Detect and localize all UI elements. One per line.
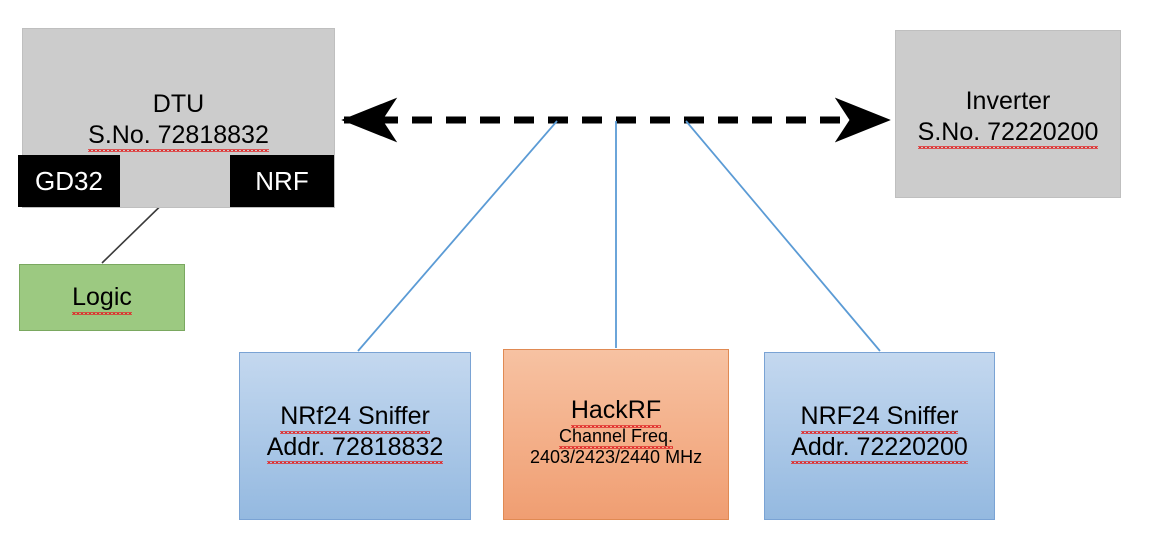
node-hackrf[interactable]: HackRF Channel Freq. 2403/2423/2440 MHz	[503, 349, 729, 520]
hackrf-channel-text: Channel Freq.	[558, 425, 674, 450]
sniffer-right-title-text: NRF24 Sniffer	[800, 402, 959, 433]
logic-label: Logic	[72, 283, 132, 315]
gd32-label: GD32	[35, 165, 103, 196]
node-sniffer-right[interactable]: NRF24 Sniffer Addr. 72220200	[764, 352, 995, 520]
node-nrf[interactable]: NRF	[230, 155, 334, 207]
inverter-serial: S.No. 72220200	[917, 117, 1099, 149]
node-inverter[interactable]: Inverter S.No. 72220200	[895, 30, 1121, 198]
dtu-title: DTU	[152, 90, 205, 118]
node-sniffer-left[interactable]: NRf24 Sniffer Addr. 72818832	[239, 352, 471, 520]
sniffer-right-title: NRF24 Sniffer	[800, 401, 959, 433]
sniffer-left-title: NRf24 Sniffer	[280, 401, 430, 433]
sniffer-right-address: Addr. 72220200	[791, 432, 968, 464]
hackrf-channel: Channel Freq.	[558, 425, 674, 450]
sniffer-right-address-text: Addr. 72220200	[791, 432, 968, 464]
hackrf-title-text: HackRF	[570, 396, 662, 427]
sniffer-left-title-text: NRf24 Sniffer	[280, 402, 430, 433]
inverter-title: Inverter	[965, 87, 1051, 115]
dtu-serial-text: S.No. 72818832	[88, 120, 269, 152]
edge-tap-left	[357, 120, 558, 352]
nrf-label: NRF	[255, 165, 309, 196]
inverter-serial-text: S.No. 72220200	[917, 117, 1099, 149]
edge-tap-right	[685, 120, 881, 352]
dtu-serial: S.No. 72818832	[88, 120, 269, 152]
node-logic[interactable]: Logic	[19, 264, 185, 331]
sniffer-left-address: Addr. 72818832	[266, 432, 444, 464]
hackrf-frequency: 2403/2423/2440 MHz	[529, 447, 703, 468]
node-gd32[interactable]: GD32	[18, 155, 120, 207]
hackrf-title: HackRF	[570, 395, 662, 427]
sniffer-left-address-text: Addr. 72818832	[266, 432, 444, 464]
